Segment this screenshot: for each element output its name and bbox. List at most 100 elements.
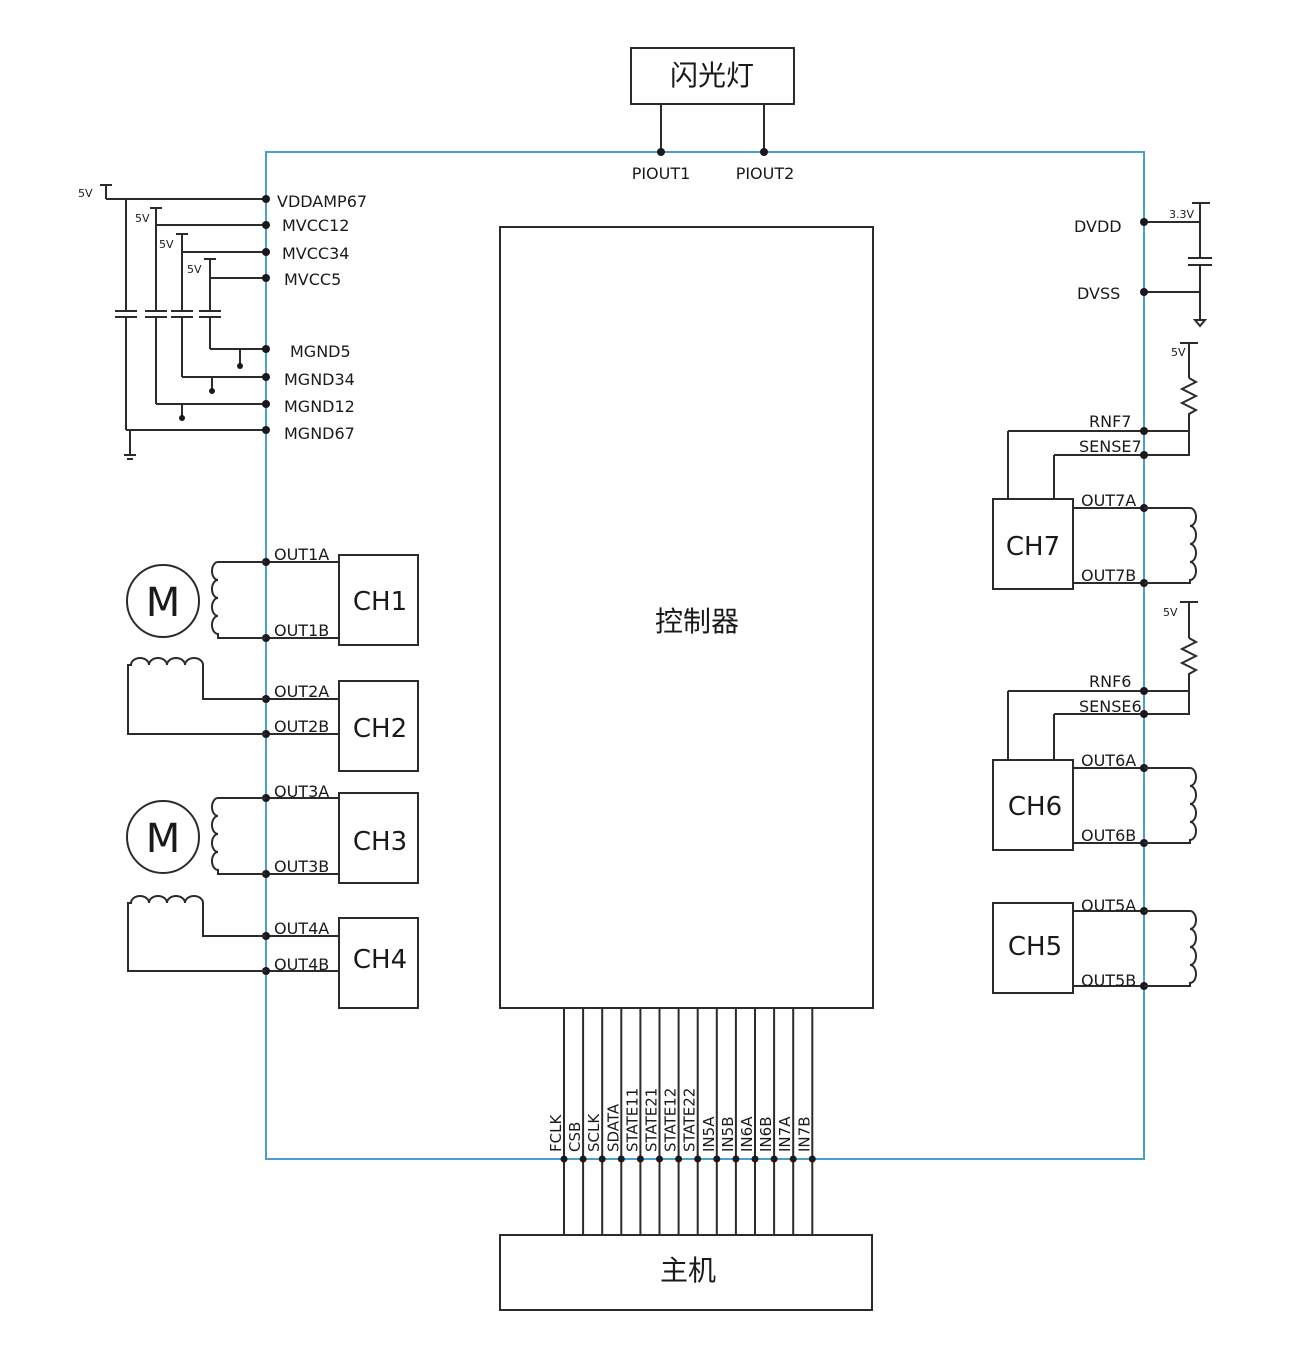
controller-label: 控制器	[655, 605, 739, 638]
channel-ch6-label: CH6	[1008, 792, 1062, 822]
pin-mgnd67: MGND67	[284, 424, 355, 443]
channel-ch7-label: CH7	[1006, 532, 1060, 562]
ch6-sense-wiring	[1007, 601, 1199, 760]
bus-node-in6a	[751, 1155, 759, 1163]
winding-ch7	[1144, 507, 1197, 584]
bus-node-state11	[636, 1155, 644, 1163]
bus-label-in5a: IN5A	[700, 1116, 718, 1152]
pin-piout1: PIOUT1	[632, 164, 691, 183]
winding-ch5	[1144, 910, 1197, 987]
channel-ch2-label: CH2	[353, 714, 407, 744]
bus-node-fclk	[560, 1155, 568, 1163]
pin-mgnd5: MGND5	[290, 342, 351, 361]
channel-ch5-label: CH5	[1008, 932, 1062, 962]
winding-ch2	[127, 657, 266, 735]
pin-mvcc12: MVCC12	[282, 216, 349, 235]
bus-node-state21	[656, 1155, 663, 1163]
supply-5v-label-6: 5V	[1163, 606, 1178, 619]
pin-out4a: OUT4A	[274, 919, 329, 938]
winding-ch3	[211, 797, 266, 875]
supply-5v-label-3: 5V	[159, 238, 174, 251]
motor-2-label: M	[146, 816, 181, 862]
bus-node-in7a	[789, 1155, 797, 1163]
channel-ch3-label: CH3	[353, 827, 407, 857]
ch7-sense-wiring	[1007, 342, 1199, 499]
pin-out4b: OUT4B	[274, 955, 329, 974]
pin-piout2: PIOUT2	[736, 164, 795, 183]
pin-out3a: OUT3A	[274, 782, 329, 801]
left-power-pin-nodes	[262, 195, 270, 434]
pin-mgnd34: MGND34	[284, 370, 355, 389]
pin-out6b: OUT6B	[1081, 826, 1136, 845]
board-outline	[265, 151, 1145, 1160]
pin-mvcc34: MVCC34	[282, 244, 349, 263]
host-box	[499, 1234, 873, 1311]
pin-mvcc5: MVCC5	[284, 270, 341, 289]
bus-label-state12: STATE12	[662, 1088, 680, 1152]
supply-5v-label-5: 5V	[1171, 346, 1186, 359]
pin-dvdd: DVDD	[1074, 217, 1122, 236]
winding-ch4	[127, 895, 266, 972]
channel-ch6-box	[992, 759, 1074, 851]
bus-label-state21: STATE21	[643, 1088, 661, 1152]
bus-label-in7a: IN7A	[776, 1116, 794, 1152]
bus-label-csb: CSB	[566, 1122, 584, 1152]
supply-3v3-label: 3.3V	[1169, 208, 1194, 221]
pin-rnf6: RNF6	[1089, 672, 1131, 691]
pin-mgnd12: MGND12	[284, 397, 355, 416]
supply-5v-label-1: 5V	[78, 187, 93, 200]
supply-5v-label-4: 5V	[187, 263, 202, 276]
left-ground-nodes	[179, 363, 243, 421]
pin-out1a: OUT1A	[274, 545, 329, 564]
pin-sense7: SENSE7	[1079, 437, 1142, 456]
pin-out5b: OUT5B	[1081, 971, 1136, 990]
flash-box	[630, 47, 795, 105]
channel-ch1-label: CH1	[353, 587, 407, 617]
pin-dvss: DVSS	[1077, 284, 1120, 303]
node-dvss	[1140, 288, 1148, 296]
pin-out7b: OUT7B	[1081, 566, 1136, 585]
pin-out5a: OUT5A	[1081, 896, 1136, 915]
left-power-wiring	[100, 184, 266, 460]
channel-ch3-box	[338, 792, 419, 884]
bus-node-in6b	[770, 1155, 778, 1163]
node-dvdd	[1140, 218, 1148, 226]
bus-label-state22: STATE22	[681, 1088, 699, 1152]
bus-label-in6a: IN6A	[738, 1116, 756, 1152]
bus-label-fclk: FCLK	[547, 1114, 565, 1152]
bus-node-sclk	[598, 1155, 606, 1163]
pin-out6a: OUT6A	[1081, 751, 1136, 770]
bus-label-in6b: IN6B	[757, 1117, 775, 1152]
pin-out2b: OUT2B	[274, 717, 329, 736]
bus-node-state12	[675, 1155, 683, 1163]
motor-1-label: M	[146, 580, 181, 626]
bus-node-state22	[694, 1155, 702, 1163]
node-piout1	[657, 148, 665, 156]
bus-node-in5b	[732, 1155, 740, 1163]
pin-sense6: SENSE6	[1079, 697, 1142, 716]
right-power-wiring	[1144, 202, 1212, 328]
pin-out1b: OUT1B	[274, 621, 329, 640]
host-label: 主机	[660, 1254, 716, 1287]
bus-label-state11: STATE11	[623, 1088, 641, 1152]
pin-out7a: OUT7A	[1081, 491, 1136, 510]
bus-label-in5b: IN5B	[719, 1117, 737, 1152]
channel-ch5-box	[992, 902, 1074, 994]
bus-label-sclk: SCLK	[585, 1113, 603, 1152]
winding-ch6	[1144, 767, 1197, 844]
channel-ch4-box	[338, 917, 419, 1009]
bus-node-in5a	[713, 1155, 721, 1163]
left-capacitors	[115, 310, 221, 318]
winding-ch1	[211, 561, 266, 639]
bus-node-csb	[579, 1155, 587, 1163]
pin-out3b: OUT3B	[274, 857, 329, 876]
channel-ch7-box	[992, 498, 1074, 590]
bus-label-in7b: IN7B	[795, 1117, 813, 1152]
bus-node-in7b	[808, 1155, 816, 1163]
channel-ch2-box	[338, 680, 419, 772]
controller-box	[499, 226, 874, 1009]
bus-label-sdata: SDATA	[604, 1103, 622, 1152]
pin-vddamp67: VDDAMP67	[277, 192, 367, 211]
